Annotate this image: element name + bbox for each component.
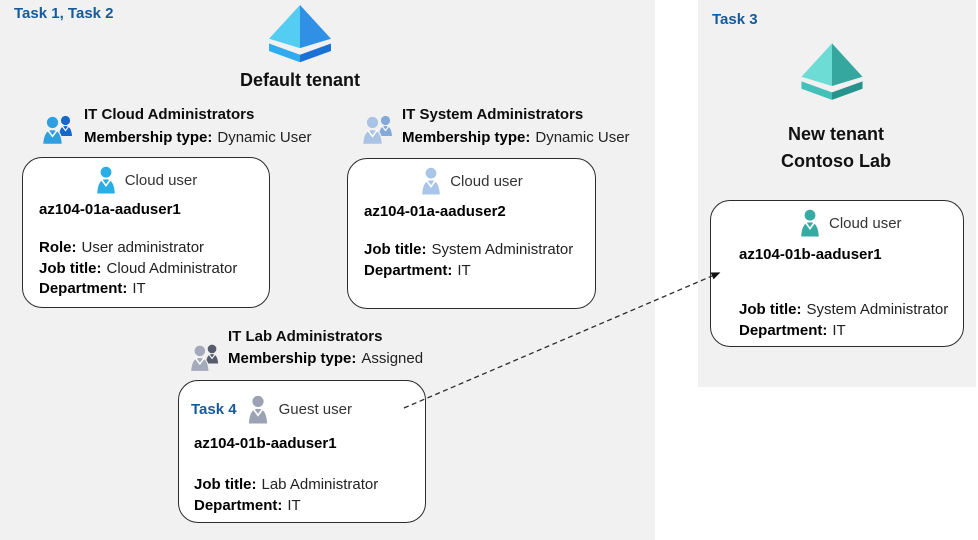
username: az104-01b-aaduser1 xyxy=(739,246,882,263)
field-department: Department:IT xyxy=(39,280,146,297)
field-job-title: Job title:System Administrator xyxy=(364,241,574,258)
cloud-user-icon xyxy=(422,167,441,195)
user-type-label: Cloud user xyxy=(124,171,198,189)
cloud-user-icon xyxy=(96,166,115,194)
membership-value: Dynamic User xyxy=(535,129,630,146)
cloud-user-icon xyxy=(801,209,819,237)
group-name-cloud-admins: IT Cloud Administrators xyxy=(84,106,255,123)
new-tenant-title-line1: New tenant xyxy=(787,124,884,144)
user-type-label: Guest user xyxy=(278,401,352,418)
membership-label: Membership type: xyxy=(228,350,357,367)
membership-value: Assigned xyxy=(361,350,424,367)
user-card-header: Cloud user xyxy=(23,166,269,194)
field-job-title: Job title:Lab Administrator xyxy=(194,476,379,493)
membership-value: Dynamic User xyxy=(217,129,312,146)
guest-user-card: Task 4 Guest user az104-01b-aaduser1 Job… xyxy=(178,380,426,523)
guest-user-icon xyxy=(248,395,267,424)
user-fields: Job title:System Administrator Departmen… xyxy=(739,300,948,341)
username: az104-01a-aaduser1 xyxy=(39,201,181,218)
default-tenant-title: Default tenant xyxy=(239,70,360,90)
membership-lab-admins: Membership type:Assigned xyxy=(228,350,423,367)
field-role: Role:User administrator xyxy=(39,239,205,256)
group-icon-system-admins xyxy=(361,115,392,145)
field-job-title: Job title:Cloud Administrator xyxy=(39,259,238,277)
tenant-icon-teal xyxy=(801,43,863,100)
field-job-title: Job title:System Administrator xyxy=(739,301,949,318)
group-name-lab-admins: IT Lab Administrators xyxy=(228,328,383,345)
new-tenant-title-line2: Contoso Lab xyxy=(781,151,891,171)
user-type-label: Cloud user xyxy=(829,214,902,232)
membership-system-admins: Membership type:Dynamic User xyxy=(402,129,630,146)
field-department: Department:IT xyxy=(739,321,846,339)
membership-cloud-admins: Membership type:Dynamic User xyxy=(84,129,312,146)
task-1-2-label: Task 1, Task 2 xyxy=(14,5,114,22)
username: az104-01b-aaduser1 xyxy=(194,435,337,452)
field-department: Department:IT xyxy=(364,261,471,279)
user-card-aaduser2: Cloud user az104-01a-aaduser2 Job title:… xyxy=(347,158,596,309)
task-3-label: Task 3 xyxy=(712,11,758,28)
user-fields: Role:User administrator Job title:Cloud … xyxy=(39,238,237,300)
username: az104-01a-aaduser2 xyxy=(364,203,506,220)
user-fields: Job title:Lab Administrator Department:I… xyxy=(194,475,378,516)
guest-card-header: Task 4 Guest user xyxy=(191,395,352,424)
membership-label: Membership type: xyxy=(84,129,213,146)
task-4-label: Task 4 xyxy=(191,401,237,418)
user-fields: Job title:System Administrator Departmen… xyxy=(364,240,573,281)
group-icon-lab-admins xyxy=(189,344,219,372)
user-type-label: Cloud user xyxy=(450,172,523,190)
membership-label: Membership type: xyxy=(402,129,531,146)
group-icon-cloud-admins xyxy=(41,115,72,145)
new-tenant-user-card: Cloud user az104-01b-aaduser1 Job title:… xyxy=(710,200,964,347)
tenant-icon-blue xyxy=(269,4,331,63)
field-department: Department:IT xyxy=(194,496,301,514)
user-card-header: Cloud user xyxy=(711,209,963,237)
group-name-system-admins: IT System Administrators xyxy=(402,106,584,123)
user-card-header: Cloud user xyxy=(348,167,595,195)
user-card-aaduser1: Cloud user az104-01a-aaduser1 Role:User … xyxy=(22,157,270,308)
